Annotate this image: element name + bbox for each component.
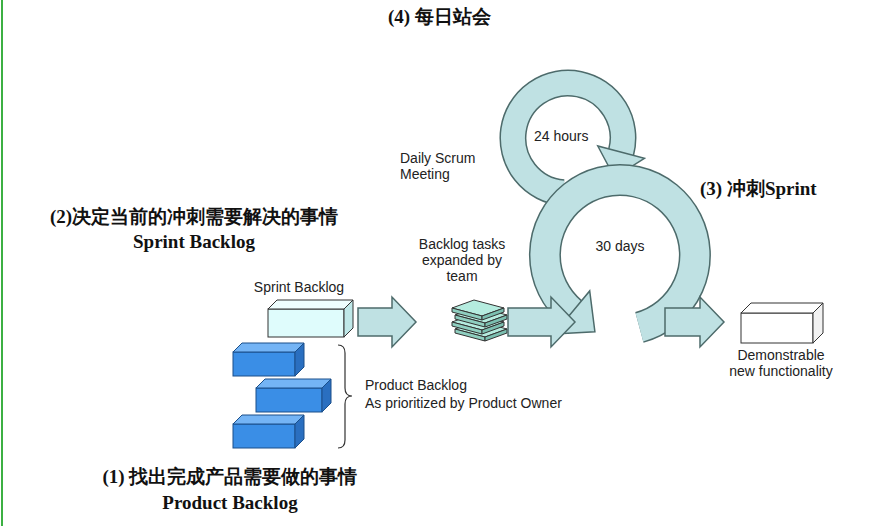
step-heading: (3) 冲刺Sprint (700, 178, 817, 201)
task-stack-node: Backlog tasks expanded by team (416, 236, 508, 348)
step-heading: (1) 找出完成产品需要做的事情 (70, 466, 390, 489)
cycle-label: Daily Scrum Meeting (400, 150, 488, 182)
step-heading: Sprint Backlog (14, 231, 374, 254)
border-line (1, 0, 3, 526)
block-arrow (665, 297, 724, 347)
sprint-backlog-box (268, 300, 353, 337)
product-backlog-blocks (233, 343, 331, 448)
sprint-ring (545, 180, 695, 327)
node-text: Sprint Backlog (240, 279, 358, 295)
step-heading: (4) 每日站会 (388, 6, 491, 29)
output-box (741, 303, 823, 343)
sprint-backlog-node: Sprint Backlog (240, 279, 358, 343)
block-arrow (358, 297, 416, 347)
node-text: 30 days (575, 238, 665, 254)
sprint-ring-outline (545, 180, 695, 327)
output-node: Demonstrable new functionality (724, 300, 838, 386)
sprint-node: 30 days (575, 222, 665, 334)
bracket (338, 345, 352, 448)
bracket-label: Product Backlog (365, 377, 467, 393)
bracket-label: As prioritized by Product Owner (365, 395, 562, 411)
node-text: Demonstrable new functionality (724, 347, 838, 379)
node-text: Backlog tasks expanded by team (416, 236, 508, 284)
block-arrow (508, 297, 575, 347)
task-stack (452, 300, 507, 341)
step-heading: Product Backlog (70, 492, 390, 515)
step-heading: (2)决定当前的冲刺需要解决的事情 (14, 206, 374, 229)
cycle-label: 24 hours (534, 128, 588, 144)
